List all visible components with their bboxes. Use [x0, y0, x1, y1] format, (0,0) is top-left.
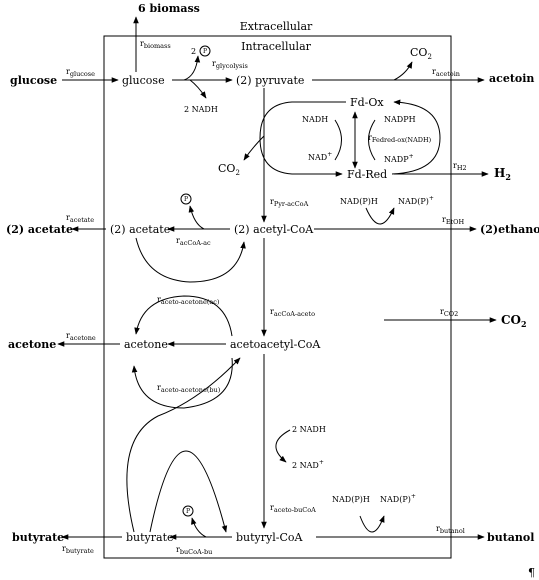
- rate-acetone: racetone: [66, 331, 96, 342]
- rate-acoa-ac: racCoA-ac: [176, 236, 211, 247]
- extracellular-label: Extracellular: [240, 20, 313, 33]
- rate-etoh: rEtOH: [442, 215, 465, 226]
- butyryl-coa-node: butyryl-CoA: [236, 531, 304, 544]
- rate-fedred-ox: rFedred-ox(NADH): [368, 133, 432, 144]
- glucose-node: glucose: [122, 74, 165, 87]
- nadph-fd-label: NADPH: [384, 115, 416, 124]
- fd-nadh-link: [334, 119, 342, 161]
- cell-membrane-box: [103, 35, 452, 559]
- ext-acetone-label: acetone: [8, 338, 56, 351]
- acetoin-co2-arrow: [393, 61, 413, 81]
- acetoacetyl-coa-node: acetoacetyl-CoA: [230, 338, 321, 351]
- ext-acetoin-label: acetoin: [489, 72, 534, 85]
- glycolysis-2p-arrow: [183, 55, 201, 81]
- aceto-acetone-bu-curve-up: [126, 357, 241, 533]
- rate-glucose: rglucose: [66, 67, 95, 78]
- phosphate-icon-glycolysis: [199, 45, 211, 57]
- aceto-acetone-bu-curve-down: [131, 357, 233, 409]
- fd-ox-node: Fd-Ox: [350, 96, 384, 109]
- acetyl-coa-node: (2) acetyl-CoA: [234, 223, 314, 236]
- fd-red-node: Fd-Red: [347, 168, 387, 181]
- pyruvate-node: (2) pyruvate: [236, 74, 304, 87]
- nadp-etoh-label: NAD(P)+: [398, 195, 434, 206]
- rate-co2: rCO2: [440, 307, 458, 318]
- intracellular-label: Intracellular: [241, 40, 312, 53]
- acetoin-co2-label: CO2: [410, 46, 432, 61]
- aceto-acetone-bu-arch: [149, 450, 228, 533]
- etoh-cofactor-curve: [365, 207, 395, 225]
- rate-aceto-buco: raceto-buCoA: [270, 503, 316, 514]
- rate-pyr-acoa: rPyr-acCoA: [270, 197, 309, 208]
- acoa-ac-phosphate-arrow: [188, 205, 205, 230]
- fd-nadph-link: [368, 119, 376, 161]
- rate-butanol: rbutanol: [436, 524, 465, 535]
- rate-acetoin: racetoin: [432, 67, 460, 78]
- nadp-butanol-label: NAD(P)+: [380, 493, 416, 504]
- pilcrow-mark: ¶: [528, 566, 535, 579]
- ext-butyrate-label: butyrate: [12, 531, 64, 544]
- biomass-label: 6 biomass: [138, 2, 200, 15]
- rate-bucoa-bu: rbuCoA-bu: [176, 545, 212, 556]
- rate-h2: rH2: [453, 161, 467, 172]
- ext-glucose-label: glucose: [10, 74, 57, 87]
- two-nad-buco-label: 2 NAD+: [292, 459, 324, 470]
- ext-h2-label: H2: [494, 166, 511, 182]
- two-p-prefix: 2: [191, 47, 196, 56]
- nadh-fd-label: NADH: [302, 115, 328, 124]
- ext-ethanol-label: (2)ethanol: [480, 223, 539, 236]
- butyrate-node: butyrate: [126, 531, 174, 544]
- phosphate-label-acetate: P: [184, 196, 188, 203]
- acetate-node: (2) acetate: [110, 223, 170, 236]
- acetone-node: acetone: [124, 338, 168, 351]
- rate-aceto-acetone-ac: raceto-acetone(ac): [157, 295, 220, 306]
- phosphate-icon-butyrate: [182, 505, 194, 517]
- fd-ox-to-red-loop: [259, 101, 346, 177]
- phosphate-label-butyrate: P: [186, 508, 190, 515]
- rate-butyrate: rbutyrate: [62, 544, 94, 555]
- nadp-fd-label: NADP+: [384, 153, 414, 164]
- co2-intracellular-node: CO2: [218, 162, 240, 177]
- rate-acetate: racetate: [66, 213, 94, 224]
- two-nadh-buco-label: 2 NADH: [292, 425, 326, 434]
- nad-fd-label: NAD+: [308, 151, 332, 162]
- rate-aceto-acetone-bu: raceto-acetone(bu): [157, 383, 221, 394]
- butanol-cofactor-curve: [359, 515, 385, 533]
- aceto-acetone-ac-curve-down: [134, 295, 233, 337]
- aceto-acetone-ac-curve-up: [135, 237, 246, 283]
- ext-acetate-label: (2) acetate: [6, 223, 73, 236]
- glycolysis-nadh-arrow: [189, 79, 207, 99]
- nadph-butanol-label: NAD(P)H: [332, 495, 370, 504]
- nadph-etoh-label: NAD(P)H: [340, 197, 378, 206]
- phosphate-icon-acetate: [180, 193, 192, 205]
- rate-acoa-aceto: racCoA-aceto: [270, 307, 315, 318]
- phosphate-label-glycolysis: P: [203, 48, 207, 55]
- bucoa-bu-phosphate-arrow: [191, 517, 207, 538]
- buco-nadh-arrow: [275, 429, 291, 463]
- ext-co2-label: CO2: [501, 313, 527, 329]
- ext-butanol-label: butanol: [487, 531, 534, 544]
- fd-red-to-ox-loop: [391, 99, 441, 175]
- rate-glycolysis: rglycolysis: [212, 59, 248, 70]
- pyr-co2-arrow: [243, 135, 265, 161]
- nadh-glycolysis-label: 2 NADH: [184, 105, 218, 114]
- rate-biomass: rbiomass: [140, 39, 171, 50]
